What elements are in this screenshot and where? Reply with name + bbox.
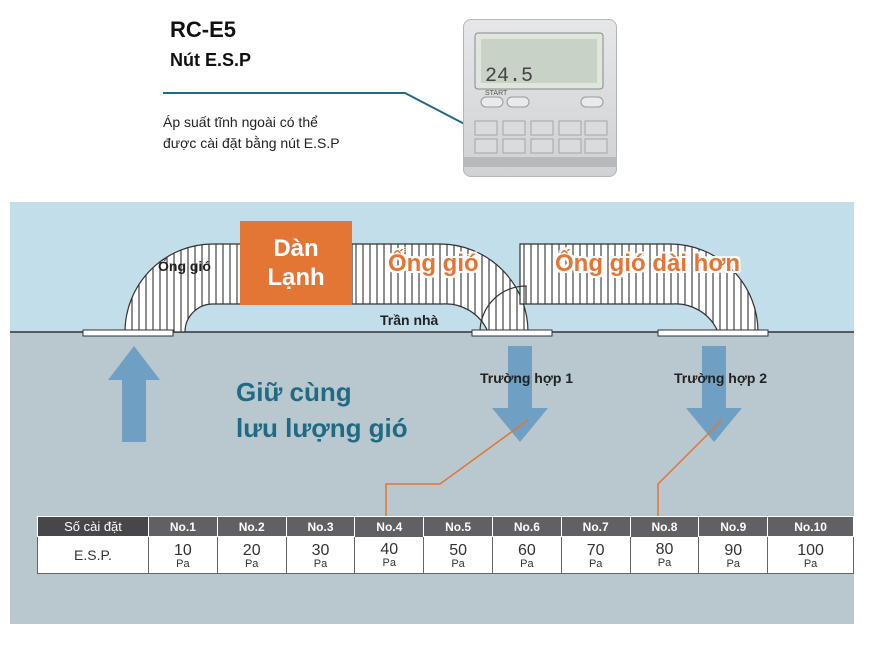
esp-unit: Pa (176, 557, 190, 570)
remote-controller-drawing: 24.5 START (463, 32, 617, 167)
indoor-unit-line1: Dàn (273, 235, 319, 262)
col-no-3: No.3 (285, 516, 356, 537)
esp-unit: Pa (803, 557, 818, 570)
duct-diagram (10, 243, 854, 516)
row-header-setting: Số cài đặt (37, 516, 149, 537)
description-line-2: được cài đặt bằng nút E.S.P (163, 135, 340, 151)
duct-mid-label: Ống gió (388, 250, 479, 277)
description-line-1: Áp suất tĩnh ngoài có thể (163, 114, 318, 130)
col-no-1: No.1 (148, 516, 218, 537)
leader-case1 (385, 419, 529, 516)
duct-middle (351, 243, 759, 333)
esp-setting-table: Số cài đặt No.1 No.2 No.3 No.4 No.5 No.6… (37, 516, 854, 574)
case2-label: Trường hợp 2 (674, 370, 768, 386)
indoor-unit: Dàn Lạnh (240, 221, 352, 305)
duct-right-label: Ống gió dài hơn (555, 250, 741, 277)
esp-unit: Pa (244, 557, 259, 570)
col-no-7: No.7 (560, 516, 631, 537)
esp-value: 80 (655, 541, 674, 559)
col-no-2: No.2 (216, 516, 287, 537)
vent-case1 (471, 329, 553, 337)
esp-value: 50 (449, 541, 467, 559)
esp-unit: Pa (726, 557, 740, 570)
duct-left-label: Ống gió (158, 258, 211, 274)
indoor-unit-line2: Lạnh (267, 264, 325, 291)
col-no-9: No.9 (698, 516, 769, 537)
esp-value: 20 (242, 541, 261, 559)
callout-line (163, 92, 501, 154)
table-row-setting-no: Số cài đặt No.1 No.2 No.3 No.4 No.5 No.6… (37, 516, 854, 537)
esp-unit: Pa (313, 557, 328, 570)
model-title: RC-E5 (170, 17, 237, 42)
esp-value: 60 (517, 541, 536, 559)
remote-controller-icon: 24.5 START (463, 19, 617, 177)
ceiling-label: Trần nhà (380, 312, 439, 328)
duct-left (124, 243, 243, 333)
keep-airflow-line2: lưu lượng gió (236, 413, 408, 443)
keep-airflow-line1: Giữ cùng (236, 377, 352, 407)
esp-unit: Pa (451, 557, 465, 570)
case1-label: Trường hợp 1 (480, 370, 574, 386)
remote-start-text: START (485, 90, 508, 97)
supply-arrow-case1-icon (492, 346, 548, 442)
col-no-6: No.6 (491, 516, 562, 537)
supply-arrow-case2-icon (686, 346, 742, 442)
button-subtitle: Nút E.S.P (170, 50, 252, 70)
col-no-4: No.4 (354, 516, 425, 537)
duct-right (519, 243, 759, 333)
esp-value: 40 (380, 541, 399, 559)
description: Áp suất tĩnh ngoài có thể được cài đặt b… (163, 112, 463, 154)
leader-case2 (657, 419, 723, 516)
esp-unit: Pa (382, 557, 397, 570)
esp-value: 10 (174, 541, 192, 559)
col-no-10: No.10 (767, 516, 854, 537)
esp-unit: Pa (520, 557, 534, 570)
return-air-arrow-icon (108, 346, 160, 442)
esp-unit: Pa (588, 557, 603, 570)
esp-value: 90 (724, 541, 743, 559)
keep-airflow-text: Giữ cùng lưu lượng gió (236, 374, 408, 446)
esp-unit: Pa (657, 557, 672, 570)
esp-value: 30 (311, 541, 330, 559)
col-no-8: No.8 (629, 516, 700, 537)
row-header-esp: E.S.P. (37, 536, 149, 574)
vent-left (82, 329, 174, 337)
esp-value: 70 (586, 541, 605, 559)
remote-screen-text: 24.5 (485, 65, 533, 88)
vent-case2 (657, 329, 769, 337)
esp-value: 100 (797, 541, 824, 559)
col-no-5: No.5 (423, 516, 493, 537)
